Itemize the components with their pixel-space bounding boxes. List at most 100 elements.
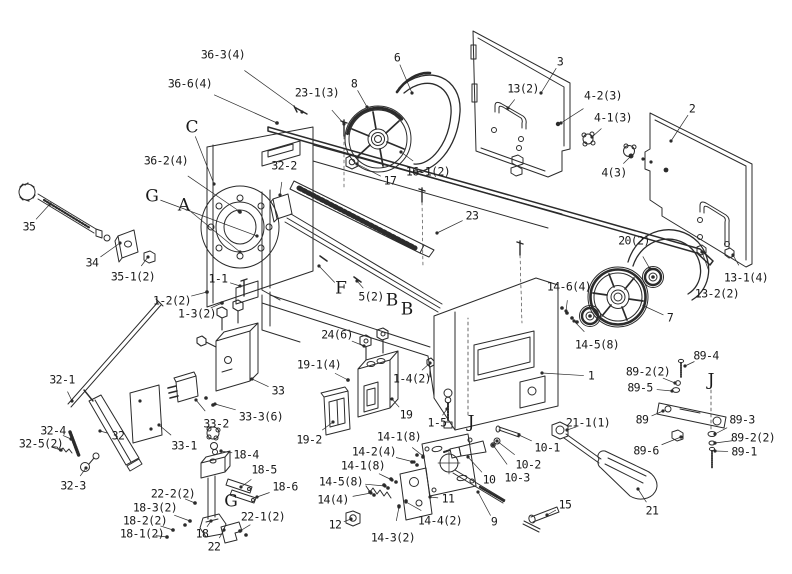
gas-spring-32 bbox=[56, 298, 164, 472]
part-label: 32-3 bbox=[60, 478, 86, 493]
part-label: 18-4 bbox=[233, 447, 259, 462]
part-label: 1 bbox=[587, 368, 595, 383]
part-label: 14(4) bbox=[317, 492, 349, 507]
part-label: 1-3(2) bbox=[178, 306, 217, 321]
part-label: 6 bbox=[393, 50, 401, 65]
part-label: 14-1(8) bbox=[376, 429, 422, 444]
reference-letter: B bbox=[385, 290, 399, 311]
part-label: 14-6(4) bbox=[546, 279, 592, 294]
part-label: 14-5(8) bbox=[574, 337, 620, 352]
part-label: 21-1(1) bbox=[565, 415, 611, 430]
part-label: 1-5 bbox=[427, 415, 448, 430]
part-label: 89 bbox=[635, 412, 649, 427]
part-label: 1-4(2) bbox=[393, 371, 432, 386]
part-label: 5(2) bbox=[358, 289, 384, 304]
reference-letter: G bbox=[145, 186, 159, 207]
part-label: 34 bbox=[85, 255, 99, 270]
part-label: 89-1 bbox=[731, 444, 757, 459]
part-label: 32-5(2) bbox=[18, 436, 64, 451]
part-label: 89-3 bbox=[729, 412, 755, 427]
part-label: 22 bbox=[207, 539, 221, 554]
part-label: 32-2 bbox=[271, 158, 297, 173]
part-label: 36-3(4) bbox=[200, 47, 246, 62]
reference-letter: G bbox=[224, 491, 238, 512]
part-label: 14-4(2) bbox=[417, 513, 463, 528]
cover-3 bbox=[470, 30, 596, 178]
part-label: 13-1(4) bbox=[723, 270, 769, 285]
part-label: 13(2) bbox=[507, 81, 539, 96]
part-label: 89-2(2) bbox=[625, 364, 671, 379]
part-label: 21 bbox=[645, 503, 659, 518]
part-label: 19 bbox=[399, 407, 413, 422]
pulley-7 bbox=[579, 229, 710, 328]
part-label: 18-1(2) bbox=[119, 526, 165, 541]
part-label: 17 bbox=[383, 173, 397, 188]
part-label: 15 bbox=[558, 497, 572, 512]
reference-letter: F bbox=[335, 278, 347, 299]
reference-letter: B bbox=[400, 299, 414, 320]
part-label: 3 bbox=[556, 54, 564, 69]
part-label: 36-6(4) bbox=[167, 76, 213, 91]
part-label: 11 bbox=[441, 491, 455, 506]
part-label: 33 bbox=[271, 383, 285, 398]
block-19-group bbox=[320, 327, 453, 436]
part-label: 10-3 bbox=[504, 470, 530, 485]
part-label: 10-1 bbox=[534, 440, 560, 455]
part-label: 4-2(3) bbox=[584, 88, 623, 103]
part-label: 18-2(2) bbox=[122, 513, 168, 528]
part-label: 18-5 bbox=[251, 462, 277, 477]
part-label: 32 bbox=[111, 428, 125, 443]
rod-35-assembly bbox=[18, 182, 156, 264]
part-label: 32-4 bbox=[40, 423, 66, 438]
part-label: 20(2) bbox=[618, 233, 650, 248]
part-label: 16-1(2) bbox=[405, 164, 451, 179]
part-label: 23 bbox=[465, 208, 479, 223]
part-label: 1-2(2) bbox=[153, 293, 192, 308]
pulley-8 bbox=[344, 105, 412, 173]
part-label: 89-5 bbox=[627, 380, 653, 395]
part-label: 18-3(2) bbox=[132, 500, 178, 515]
reference-letter: C bbox=[185, 117, 199, 138]
part-label: 4(3) bbox=[601, 165, 627, 180]
part-label: 22-1(2) bbox=[240, 509, 286, 524]
part-label: 14-5(8) bbox=[318, 474, 364, 489]
reference-letter: J bbox=[707, 370, 715, 391]
block-33-group bbox=[129, 299, 259, 444]
part-label: 4-1(3) bbox=[594, 110, 633, 125]
part-label: 8 bbox=[350, 76, 358, 91]
part-label: 35 bbox=[22, 219, 36, 234]
part-label: 2 bbox=[688, 101, 696, 116]
part-label: 33-1 bbox=[171, 438, 197, 453]
part-label: 13-2(2) bbox=[694, 286, 740, 301]
part-label: 10-2 bbox=[515, 457, 541, 472]
part-label: 19-1(4) bbox=[296, 357, 342, 372]
part-label: 18 bbox=[195, 526, 209, 541]
part-label: 89-4 bbox=[693, 348, 719, 363]
part-label: 89-6 bbox=[633, 443, 659, 458]
part-label: 1-1 bbox=[208, 271, 229, 286]
part-label: 19-2 bbox=[296, 432, 322, 447]
part-label: 33-2 bbox=[203, 416, 229, 431]
part-label: 12 bbox=[328, 517, 342, 532]
part-label: 7 bbox=[666, 310, 674, 325]
part-label: 35-1(2) bbox=[110, 269, 156, 284]
reference-letter: J bbox=[467, 412, 475, 433]
part-label: 24(6) bbox=[321, 327, 353, 342]
cover-2 bbox=[623, 112, 753, 268]
part-label: 89-2(2) bbox=[730, 430, 776, 445]
part-label: 22-2(2) bbox=[150, 486, 196, 501]
reference-letter: A bbox=[177, 195, 191, 216]
part-label: 14-1(8) bbox=[340, 458, 386, 473]
part-label: 33-3(6) bbox=[238, 409, 284, 424]
part-label: 23-1(3) bbox=[294, 85, 340, 100]
part-label: 14-2(4) bbox=[351, 444, 397, 459]
part-label: 32-1 bbox=[49, 372, 75, 387]
part-label: 14-3(2) bbox=[370, 530, 416, 545]
part-label: 10 bbox=[482, 472, 496, 487]
part-label: 9 bbox=[490, 514, 498, 529]
belt-6 bbox=[395, 71, 461, 173]
